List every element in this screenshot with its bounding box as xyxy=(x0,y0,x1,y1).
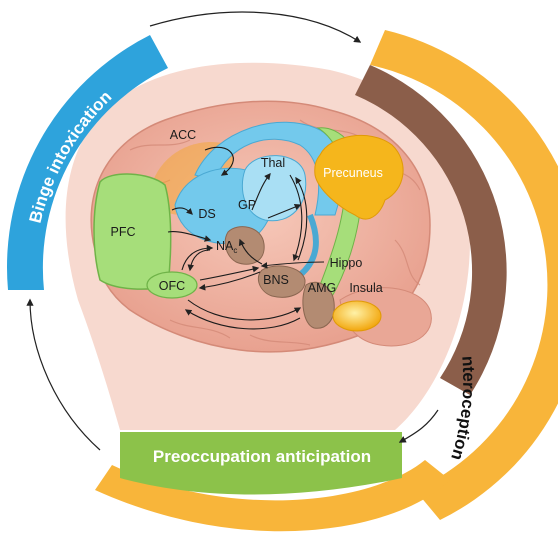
bns-region xyxy=(257,265,306,298)
thal-label: Thal xyxy=(261,156,285,170)
cycle-arrow-top xyxy=(149,11,362,43)
amg-region xyxy=(302,281,335,329)
connection-arrows xyxy=(167,146,325,330)
interoception-band xyxy=(370,30,558,520)
hippo-label: Hippo xyxy=(330,256,363,270)
ds-label: DS xyxy=(198,207,215,221)
precuneus-region xyxy=(314,134,404,220)
preoccupation-band xyxy=(120,432,402,495)
bns-label: BNS xyxy=(263,273,289,287)
acc-label: ACC xyxy=(170,128,196,142)
insula-label: Insula xyxy=(349,281,382,295)
binge-band xyxy=(6,35,168,290)
precuneus-label: Precuneus xyxy=(323,166,383,180)
ofc-label: OFC xyxy=(159,279,185,293)
preoccupation-stage-label: Preoccupation anticipation xyxy=(153,447,371,466)
cycle-arrow-left xyxy=(26,298,101,451)
gp-label: GP xyxy=(238,198,256,212)
striatum-arc xyxy=(194,121,342,216)
ofc-region xyxy=(146,271,198,299)
pfc-label: PFC xyxy=(111,225,136,239)
insula-bulb xyxy=(332,300,382,332)
interoception-lower-band xyxy=(95,460,450,532)
cycle-arrow-right xyxy=(398,409,439,443)
nac-label: NAc xyxy=(216,239,237,255)
hippocampus-arc xyxy=(297,213,319,278)
amg-label: AMG xyxy=(308,281,336,295)
withdrawal-band xyxy=(355,65,507,395)
